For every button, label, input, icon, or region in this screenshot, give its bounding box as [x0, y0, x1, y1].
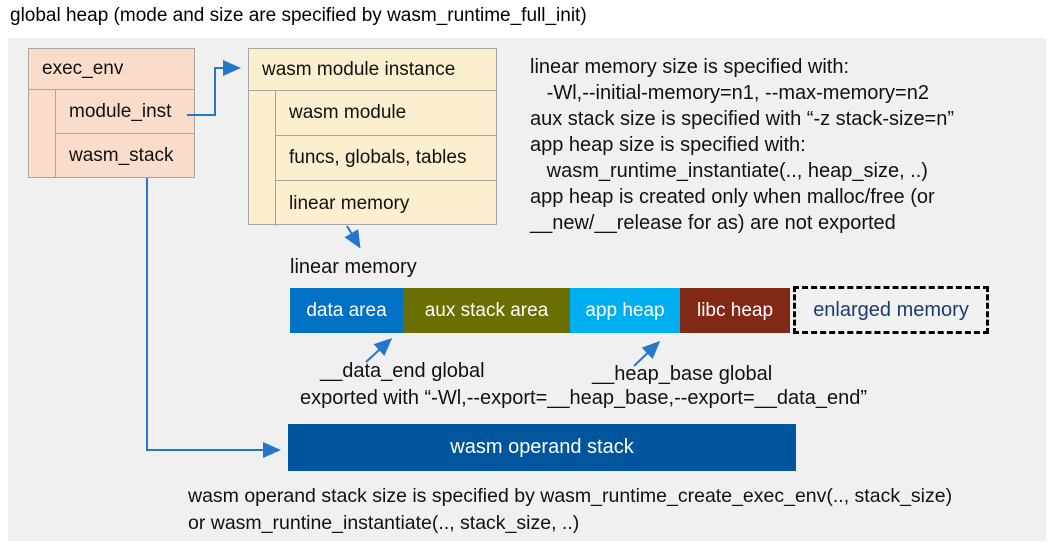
export-flags-label: exported with “-Wl,--export=__heap_base,… [300, 387, 867, 409]
memory-size-notes: linear memory size is specified with: -W… [530, 54, 954, 236]
exec-env-header: exec_env [29, 49, 194, 90]
module-instance-row-funcs-globals-tables: funcs, globals, tables [275, 136, 496, 181]
note-line: aux stack size is specified with “-z sta… [530, 108, 955, 130]
note-line: linear memory size is specified with: [530, 56, 849, 78]
module-instance-row-linear-memory: linear memory [275, 181, 496, 226]
linear-memory-bar: data area aux stack area app heap libc h… [290, 288, 790, 333]
diagram-title: global heap (mode and size are specified… [10, 5, 587, 26]
exec-env-box: exec_env module_inst wasm_stack [28, 48, 195, 178]
module-instance-row-wasm-module: wasm module [275, 91, 496, 136]
note-line: wasm_runtime_instantiate(.., heap_size, … [530, 160, 928, 182]
segment-data-area: data area [290, 288, 403, 333]
note-line: app heap size is specified with: [530, 134, 806, 156]
wasm-module-instance-box: wasm module instance wasm module funcs, … [248, 48, 497, 226]
segment-libc-heap: libc heap [680, 288, 790, 333]
data-end-global-label: __data_end global [320, 360, 485, 382]
segment-app-heap: app heap [570, 288, 680, 333]
footer-line: or wasm_runtine_instantiate(.., stack_si… [188, 512, 580, 534]
footer-line: wasm operand stack size is specified by … [188, 485, 953, 507]
linear-memory-label: linear memory [290, 256, 417, 278]
exec-env-row-module-inst: module_inst [55, 90, 194, 134]
segment-aux-stack-area: aux stack area [403, 288, 570, 333]
operand-stack-notes: wasm operand stack size is specified by … [188, 483, 952, 537]
segment-enlarged-memory: enlarged memory [793, 286, 989, 334]
heap-base-global-label: __heap_base global [592, 363, 773, 385]
note-line: -Wl,--initial-memory=n1, --max-memory=n2 [530, 82, 929, 104]
note-line: __new/__release for as) are not exported [530, 212, 896, 234]
exec-env-row-wasm-stack: wasm_stack [55, 134, 194, 178]
wasm-operand-stack-bar: wasm operand stack [288, 424, 796, 471]
module-instance-header: wasm module instance [249, 49, 496, 91]
note-line: app heap is created only when malloc/fre… [530, 186, 935, 208]
